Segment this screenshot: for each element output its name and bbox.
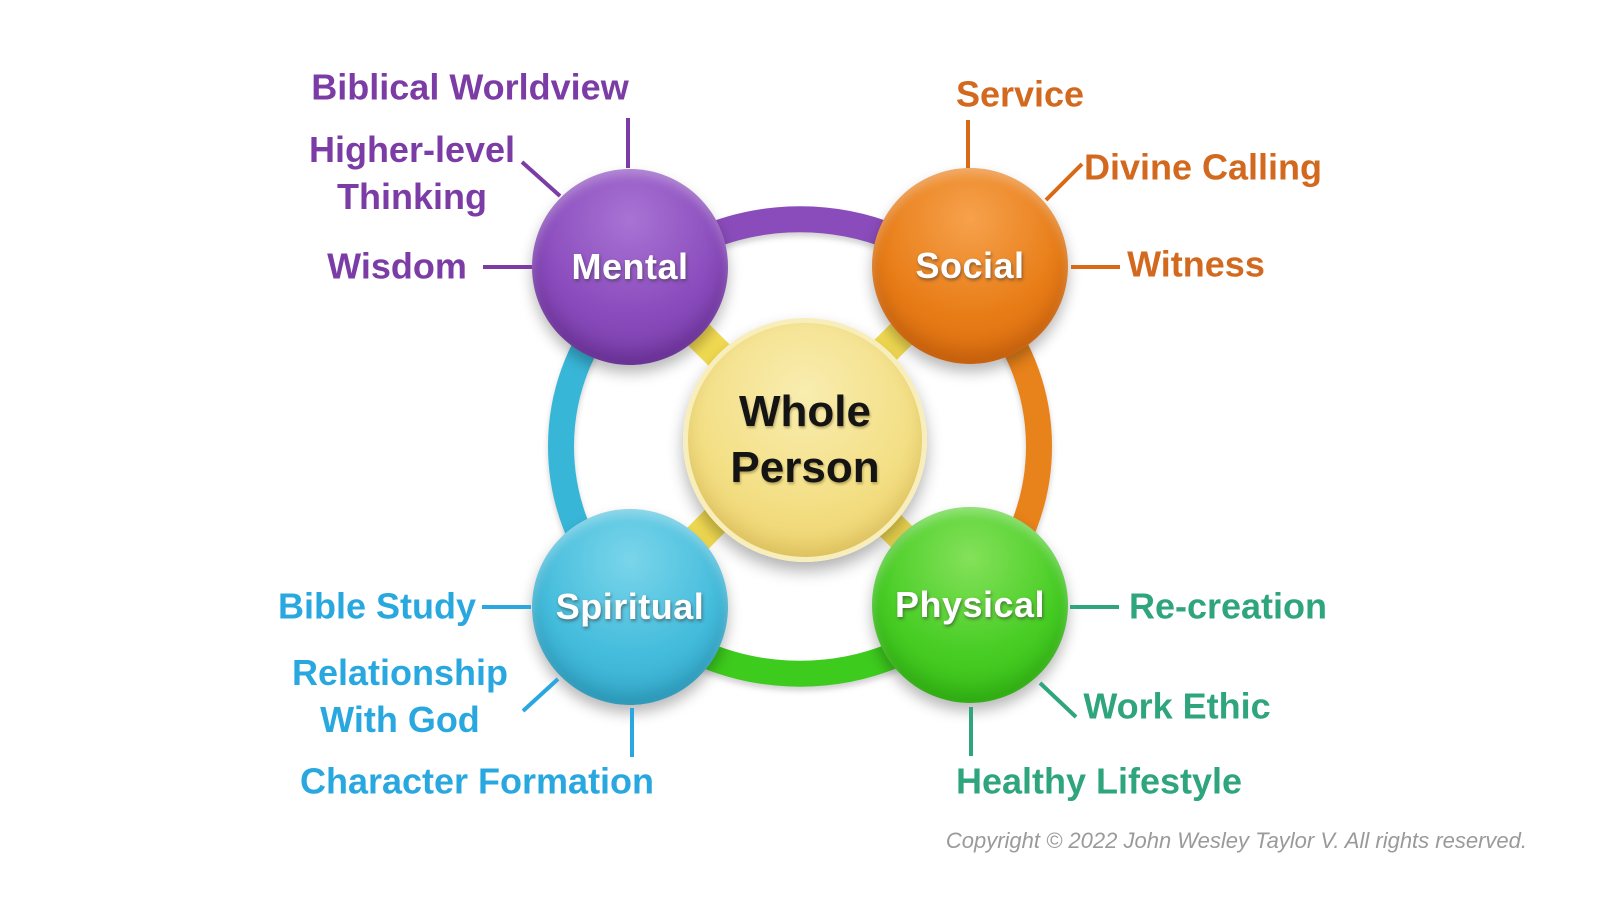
spoke-line-higher-level-thinking xyxy=(520,160,562,198)
spoke-label-healthy-lifestyle: Healthy Lifestyle xyxy=(955,760,1243,802)
spoke-label-higher-level-thinking: Higher-level Thinking xyxy=(308,129,516,217)
node-spiritual-circle: Spiritual xyxy=(532,509,728,705)
spoke-label-work-ethic: Work Ethic xyxy=(1083,685,1271,727)
spoke-label-divine-calling: Divine Calling xyxy=(1083,146,1323,188)
spoke-label-bible-study: Bible Study xyxy=(277,585,477,627)
spoke-label-service: Service xyxy=(955,73,1085,115)
spoke-label-wisdom: Wisdom xyxy=(327,245,467,287)
node-mental-label: Mental xyxy=(571,246,689,287)
spoke-label-biblical-worldview: Biblical Worldview xyxy=(311,66,629,108)
spoke-line-divine-calling xyxy=(1044,162,1084,202)
spoke-label-re-creation: Re-creation xyxy=(1128,585,1328,627)
node-social-label: Social xyxy=(915,245,1025,286)
spoke-line-relationship-with-god xyxy=(521,677,560,713)
spoke-label-character-formation: Character Formation xyxy=(299,760,655,802)
node-mental-circle: Mental xyxy=(532,169,728,365)
node-whole-person-label: Whole Person xyxy=(730,386,880,492)
copyright-notice: Copyright © 2022 John Wesley Taylor V. A… xyxy=(945,828,1527,853)
node-whole-person-circle: Whole Person xyxy=(683,318,927,562)
node-physical-label: Physical xyxy=(894,584,1046,625)
node-physical-circle: Physical xyxy=(872,507,1068,703)
spoke-line-work-ethic xyxy=(1038,681,1078,719)
spoke-label-witness: Witness xyxy=(1127,243,1265,285)
node-social-circle: Social xyxy=(872,168,1068,364)
node-spiritual-label: Spiritual xyxy=(555,586,705,627)
spoke-label-relationship-with-god: Relationship With God xyxy=(291,652,509,740)
